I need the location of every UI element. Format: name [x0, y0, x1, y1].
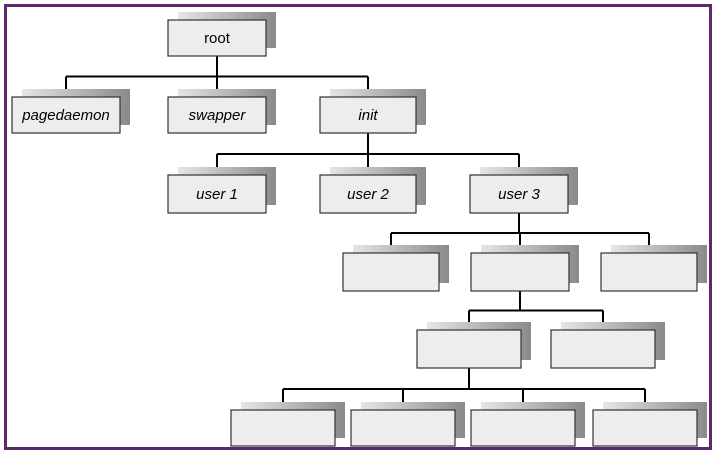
node-shadow: [603, 402, 707, 438]
node-box: [550, 329, 656, 369]
node-u3c: [600, 245, 707, 292]
node-label: user 2: [347, 186, 389, 203]
node-label: pagedaemon: [21, 107, 110, 124]
node-box: [469, 174, 569, 214]
node-box: [416, 329, 522, 369]
node-user2: user 2: [319, 167, 426, 214]
node-u3b: [470, 245, 579, 292]
node-swapper: swapper: [167, 89, 276, 134]
node-shadow: [241, 402, 345, 438]
node-box: [230, 409, 336, 447]
node-box: [319, 174, 417, 214]
edges: [65, 56, 650, 410]
node-box: [350, 409, 456, 447]
node-label: root: [204, 30, 231, 47]
connector-init: [216, 133, 520, 175]
node-pagedaemon: pagedaemon: [11, 89, 130, 134]
diagram-frame: [4, 4, 712, 450]
node-user1: user 1: [167, 167, 276, 214]
nodes: root pagedaemon swapper init user 1 user 2 use…: [11, 12, 707, 447]
node-u3b1d: [592, 402, 707, 447]
node-init: init: [319, 89, 426, 134]
node-shadow: [481, 402, 585, 438]
node-u3b1c: [470, 402, 585, 447]
node-root: root: [167, 12, 276, 57]
node-box: [11, 96, 121, 134]
node-label: swapper: [189, 107, 247, 124]
node-u3b1a: [230, 402, 345, 447]
node-u3b1: [416, 322, 531, 369]
node-box: [342, 252, 440, 292]
node-u3b1b: [350, 402, 465, 447]
node-label: user 1: [196, 186, 238, 203]
node-shadow: [361, 402, 465, 438]
node-u3a: [342, 245, 449, 292]
node-box: [600, 252, 698, 292]
node-label: init: [358, 107, 378, 124]
node-box: [167, 96, 267, 134]
node-u3b2: [550, 322, 665, 369]
node-label: user 3: [498, 186, 540, 203]
node-shadow: [22, 89, 130, 125]
node-box: [592, 409, 698, 447]
node-box: [470, 409, 576, 447]
node-box: [319, 96, 417, 134]
node-box: [167, 174, 267, 214]
node-box: [470, 252, 570, 292]
node-box: [167, 19, 267, 57]
node-user3: user 3: [469, 167, 578, 214]
